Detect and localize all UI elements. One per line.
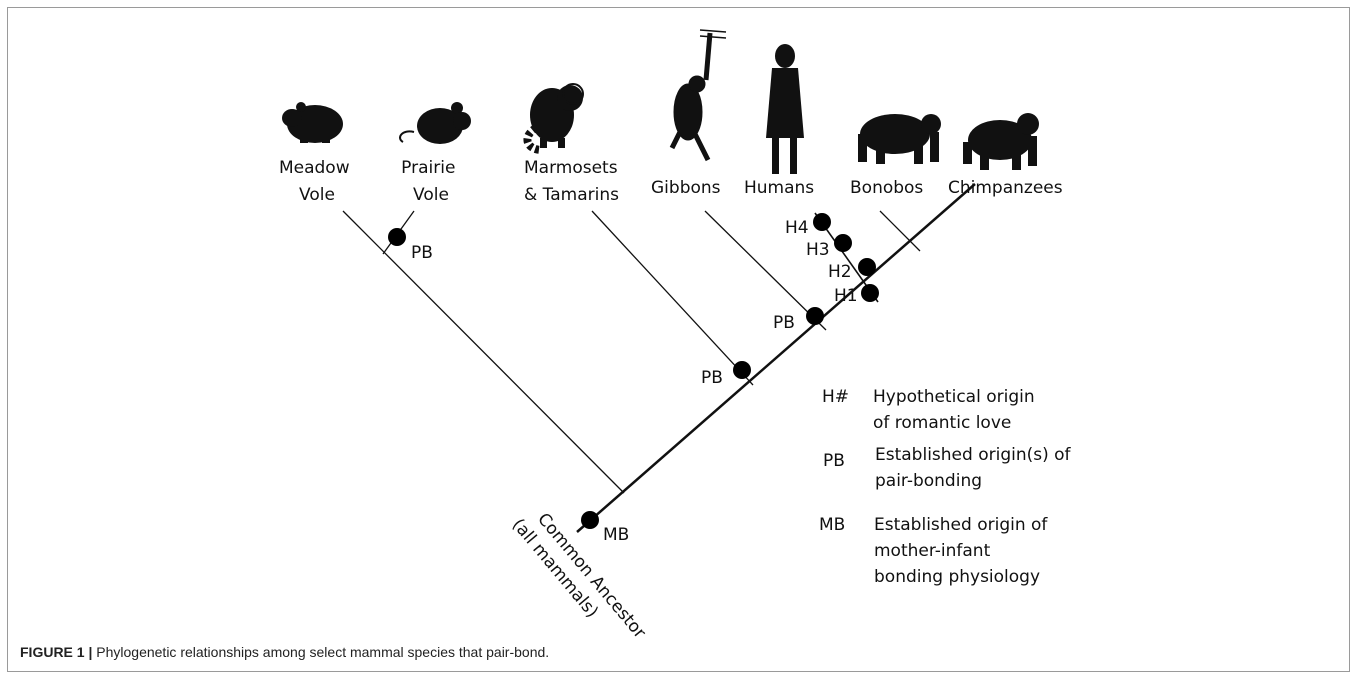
label-h3: H3 [806, 240, 830, 260]
node-pb-vole [388, 228, 406, 246]
root-label: Common Ancestor (all mammals) [508, 509, 650, 642]
label-h4: H4 [785, 218, 809, 238]
human-silhouette-icon [766, 44, 804, 174]
marmoset-silhouette-icon [523, 83, 584, 154]
species-label-prairie-vole: Prairie Vole [401, 158, 461, 205]
figure-caption: FIGURE 1 | Phylogenetic relationships am… [20, 644, 549, 660]
marmoset-branch [591, 210, 754, 386]
legend-text-pb: Established origin(s) of pair-bonding [875, 445, 1076, 491]
node-h1 [861, 284, 879, 302]
legend-code-mb: MB [819, 515, 845, 535]
label-pb-marmoset: PB [701, 368, 723, 388]
node-mb [581, 511, 599, 529]
species-label-gibbons: Gibbons [651, 178, 721, 198]
bonobo-branch [879, 210, 921, 252]
species-label-bonobos: Bonobos [850, 178, 923, 198]
figure-caption-label: FIGURE 1 | [20, 644, 93, 660]
node-pb-gibbon [806, 307, 824, 325]
meadow-vole-silhouette-icon [282, 102, 343, 143]
gibbon-branch [704, 210, 827, 331]
label-pb-vole: PB [411, 243, 433, 263]
legend-text-mb: Established origin of mother-infant bond… [874, 515, 1053, 587]
legend-code-pb: PB [823, 451, 845, 471]
legend: H# Hypothetical origin of romantic love … [819, 387, 1076, 587]
vole-clade-branch [342, 210, 625, 494]
species-label-chimpanzees: Chimpanzees [948, 178, 1063, 198]
figure-caption-text: Phylogenetic relationships among select … [92, 644, 550, 660]
label-h2: H2 [828, 262, 852, 282]
bonobo-silhouette-icon [858, 114, 941, 164]
node-h2 [858, 258, 876, 276]
node-h4 [813, 213, 831, 231]
main-trunk-branch [576, 183, 976, 533]
species-label-meadow-vole: Meadow Vole [279, 158, 355, 205]
node-h3 [834, 234, 852, 252]
label-pb-gibbon: PB [773, 313, 795, 333]
legend-text-h: Hypothetical origin of romantic love [873, 387, 1040, 433]
node-pb-marmoset [733, 361, 751, 379]
chimpanzee-silhouette-icon [963, 113, 1039, 170]
gibbon-silhouette-icon [669, 29, 727, 162]
label-mb: MB [603, 525, 629, 545]
label-h1: H1 [834, 286, 858, 306]
species-label-humans: Humans [744, 178, 814, 198]
legend-code-h: H# [822, 387, 849, 407]
prairie-vole-silhouette-icon [399, 102, 471, 144]
species-label-marmosets: Marmosets & Tamarins [524, 158, 623, 205]
